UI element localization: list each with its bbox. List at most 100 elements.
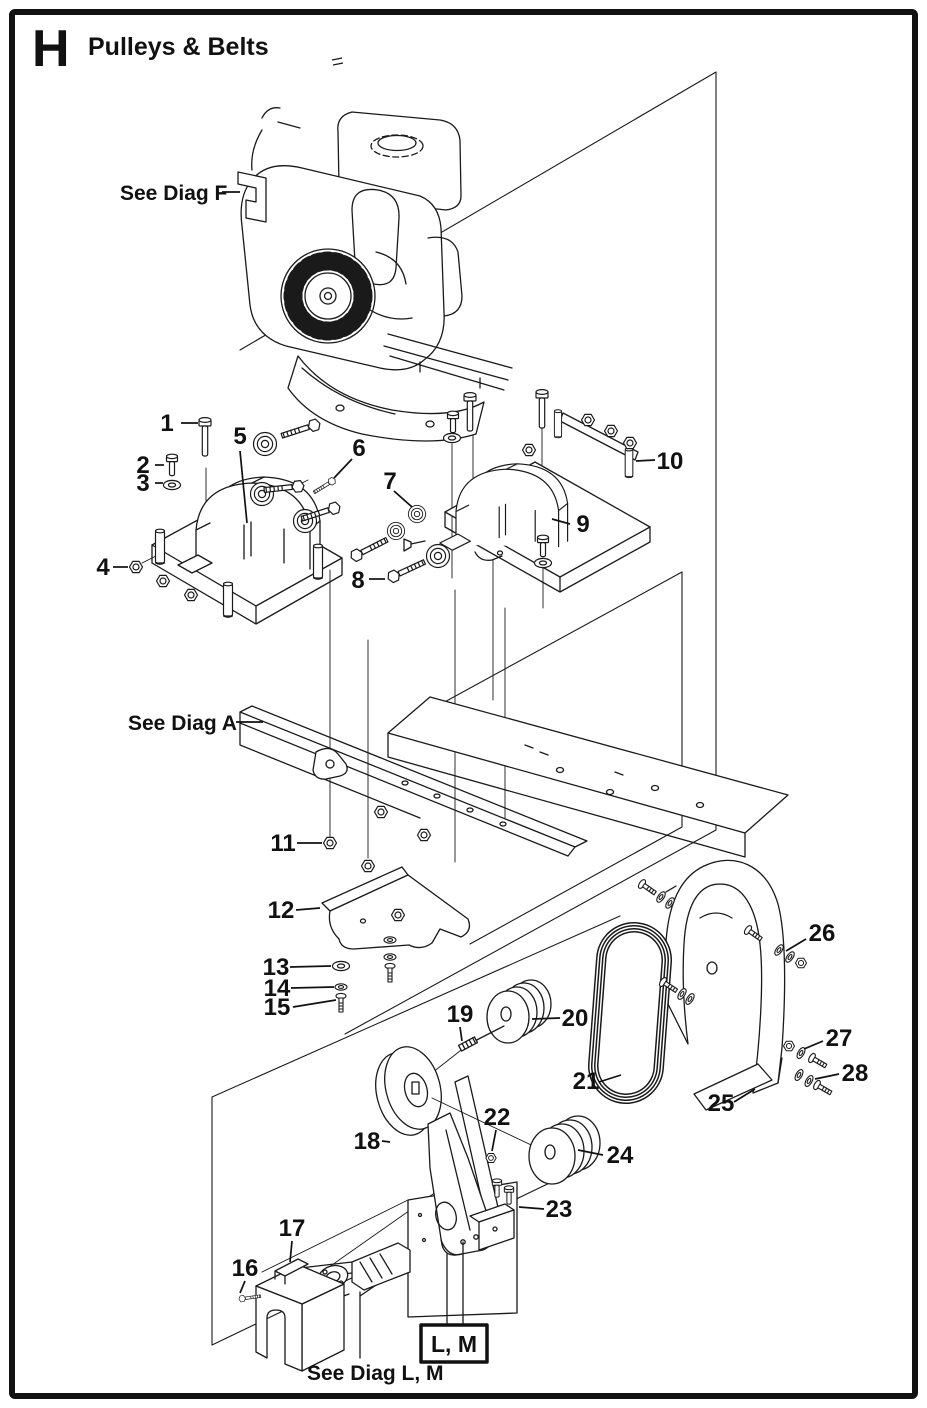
chassis-frame bbox=[239, 696, 789, 873]
background-panel-outlines bbox=[211, 71, 717, 1346]
standoff-spacer bbox=[154, 528, 166, 565]
frame-bracket bbox=[351, 1242, 411, 1291]
lm-box bbox=[419, 1323, 489, 1364]
callout-10: 10 bbox=[657, 448, 684, 475]
spacer-bushing bbox=[249, 481, 275, 507]
drive-belt-part21 bbox=[588, 922, 672, 1104]
callout-19: 19 bbox=[447, 1001, 474, 1028]
callout-27: 27 bbox=[826, 1025, 853, 1052]
rubber-block-part17 bbox=[255, 1285, 303, 1372]
engine-base-rails bbox=[383, 333, 513, 391]
pulley-part20 bbox=[486, 979, 552, 1044]
shaft-bolt-part19 bbox=[457, 1025, 505, 1052]
callout-leaders bbox=[113, 191, 840, 1294]
engine-sketch bbox=[237, 107, 513, 442]
washer-part13 bbox=[331, 960, 351, 972]
standoff-spacer bbox=[553, 409, 563, 439]
callout-16: 16 bbox=[232, 1255, 259, 1282]
pin-fastener bbox=[403, 538, 426, 552]
screw bbox=[384, 962, 396, 983]
screw bbox=[811, 1078, 835, 1098]
standoff-spacer bbox=[222, 581, 234, 618]
callout-2: 2 bbox=[136, 452, 149, 479]
hex-bolt bbox=[348, 534, 391, 564]
callout-8: 8 bbox=[351, 567, 364, 594]
right-mount-assembly bbox=[348, 388, 651, 593]
callout-12: 12 bbox=[268, 897, 295, 924]
standoff-spacer-part10 bbox=[624, 447, 634, 479]
nut bbox=[416, 828, 432, 842]
nut-part22 bbox=[485, 1153, 497, 1163]
see-diag-a-label: See Diag A bbox=[128, 712, 237, 735]
nut bbox=[155, 574, 171, 588]
nut bbox=[521, 443, 537, 457]
callout-5: 5 bbox=[233, 423, 246, 450]
screw-part15 bbox=[335, 992, 347, 1013]
idler-pulley-assembly bbox=[238, 979, 601, 1372]
chassis-rail bbox=[239, 705, 588, 857]
diag-f-tab bbox=[237, 171, 267, 223]
callout-4: 4 bbox=[96, 554, 110, 581]
nut bbox=[794, 957, 808, 969]
callout-17: 17 bbox=[279, 1215, 306, 1242]
nut bbox=[183, 588, 199, 602]
hex-bolt-part8 bbox=[385, 556, 428, 585]
nut bbox=[580, 413, 596, 427]
callout-14: 14 bbox=[264, 975, 291, 1002]
washer bbox=[383, 936, 397, 944]
callout-numbers: 1 2 3 4 5 6 7 8 9 10 11 12 13 14 15 16 1… bbox=[96, 410, 868, 1282]
hex-bolt-part6 bbox=[311, 476, 338, 496]
washer bbox=[442, 432, 462, 444]
nut bbox=[360, 859, 376, 873]
bolt-part1 bbox=[198, 416, 212, 457]
standoff-spacer bbox=[312, 543, 324, 580]
hex-bolt bbox=[279, 417, 323, 442]
left-mount-assembly bbox=[128, 416, 343, 625]
callout-21: 21 bbox=[573, 1068, 600, 1095]
belt-guard-part25 bbox=[664, 859, 786, 1111]
nut bbox=[622, 436, 638, 450]
callout-24: 24 bbox=[607, 1142, 634, 1169]
callout-22: 22 bbox=[484, 1104, 511, 1131]
block-flange bbox=[274, 1258, 309, 1285]
bolt bbox=[535, 388, 549, 429]
callout-25: 25 bbox=[708, 1090, 735, 1117]
bolt-part2 bbox=[165, 453, 179, 477]
see-diag-f-label: See Diag F bbox=[120, 182, 228, 205]
lock-washer-part14 bbox=[334, 983, 348, 991]
callout-9: 9 bbox=[576, 511, 589, 538]
callout-28: 28 bbox=[842, 1060, 869, 1087]
washer bbox=[683, 991, 697, 1007]
callout-11: 11 bbox=[270, 830, 295, 857]
callout-18: 18 bbox=[354, 1128, 381, 1155]
nut-part27 bbox=[782, 1040, 796, 1052]
lm-reference-lines bbox=[446, 1241, 464, 1326]
screw bbox=[636, 877, 659, 898]
callout-15: 15 bbox=[264, 994, 291, 1021]
washer bbox=[383, 953, 397, 961]
lm-box-label: L, M bbox=[431, 1331, 477, 1357]
washer bbox=[783, 949, 797, 965]
nut-part4 bbox=[128, 560, 144, 574]
nut-part11 bbox=[322, 836, 338, 850]
callout-20: 20 bbox=[562, 1005, 589, 1032]
spacer-bushing bbox=[252, 431, 278, 457]
nut bbox=[373, 805, 389, 819]
latch-detail bbox=[312, 747, 348, 780]
callout-6: 6 bbox=[352, 435, 365, 462]
nut bbox=[603, 424, 619, 438]
guard-flap bbox=[693, 1063, 773, 1111]
callout-13: 13 bbox=[263, 954, 290, 981]
flanged-bushing-part7 bbox=[404, 501, 430, 527]
pulley-part24 bbox=[528, 1115, 601, 1185]
support-bar bbox=[559, 412, 639, 461]
page-border bbox=[9, 9, 918, 1399]
washer-part3 bbox=[162, 479, 182, 491]
spacer-bushing bbox=[425, 543, 451, 569]
washer bbox=[654, 889, 668, 905]
flywheel-fins bbox=[283, 251, 373, 341]
skid-bracket-assembly bbox=[321, 866, 471, 1013]
washer-part28 bbox=[792, 1067, 806, 1083]
